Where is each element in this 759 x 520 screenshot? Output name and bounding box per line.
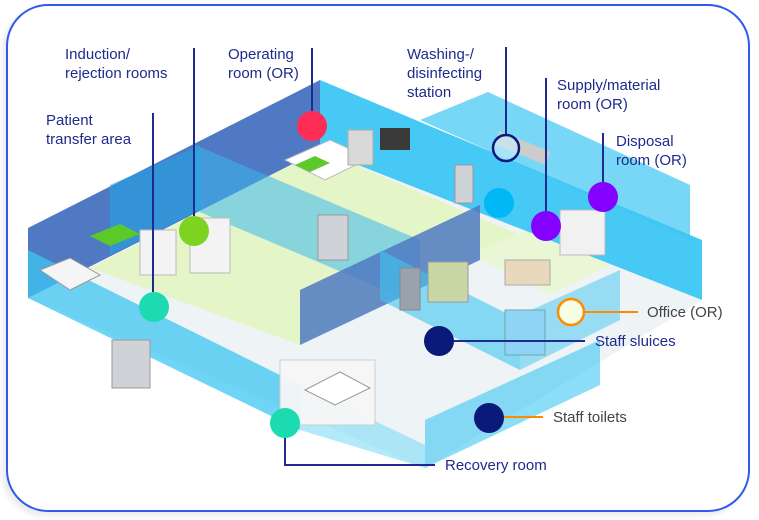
- front-right-wall: [425, 340, 600, 468]
- disposal-room-marker[interactable]: [588, 182, 618, 212]
- monitor: [380, 128, 410, 150]
- operating-room-marker[interactable]: [297, 111, 327, 141]
- leader-lines: [152, 47, 638, 466]
- door: [111, 339, 151, 389]
- partition: [110, 145, 200, 255]
- label-office: Office (OR): [647, 304, 723, 321]
- cabinet: [139, 229, 177, 276]
- label-induction: Induction/rejection rooms: [65, 46, 168, 82]
- staff-toilets-marker[interactable]: [474, 403, 504, 433]
- door: [317, 214, 349, 261]
- label-recovery: Recovery room: [445, 457, 547, 474]
- induction-marker[interactable]: [179, 216, 209, 246]
- patient-transfer-marker[interactable]: [139, 292, 169, 322]
- machine: [347, 129, 374, 166]
- supply-room-marker[interactable]: [531, 211, 561, 241]
- green-bench: [90, 224, 140, 246]
- door: [399, 267, 421, 311]
- staff-sluices-marker[interactable]: [424, 326, 454, 356]
- lockers: [504, 309, 546, 356]
- operating-table-pad: [295, 156, 330, 172]
- washing-station-marker[interactable]: [491, 133, 521, 163]
- cyan-marker[interactable]: [484, 188, 514, 218]
- building: [28, 80, 702, 468]
- label-staff-toilets: Staff toilets: [553, 409, 627, 426]
- back-right-wall: [320, 80, 702, 300]
- front-left-wall: [28, 250, 300, 430]
- markers: [139, 111, 618, 438]
- recovery-bed: [303, 371, 372, 406]
- bed: [38, 257, 102, 291]
- office-marker[interactable]: [556, 297, 586, 327]
- leader-recovery: [284, 435, 435, 466]
- desk: [504, 259, 551, 286]
- label-staff-sluices: Staff sluices: [595, 333, 676, 350]
- shelves: [427, 261, 469, 303]
- door: [454, 164, 474, 204]
- shelves: [559, 209, 606, 256]
- recovery-room-marker[interactable]: [270, 408, 300, 438]
- right-upper-wall: [420, 92, 690, 240]
